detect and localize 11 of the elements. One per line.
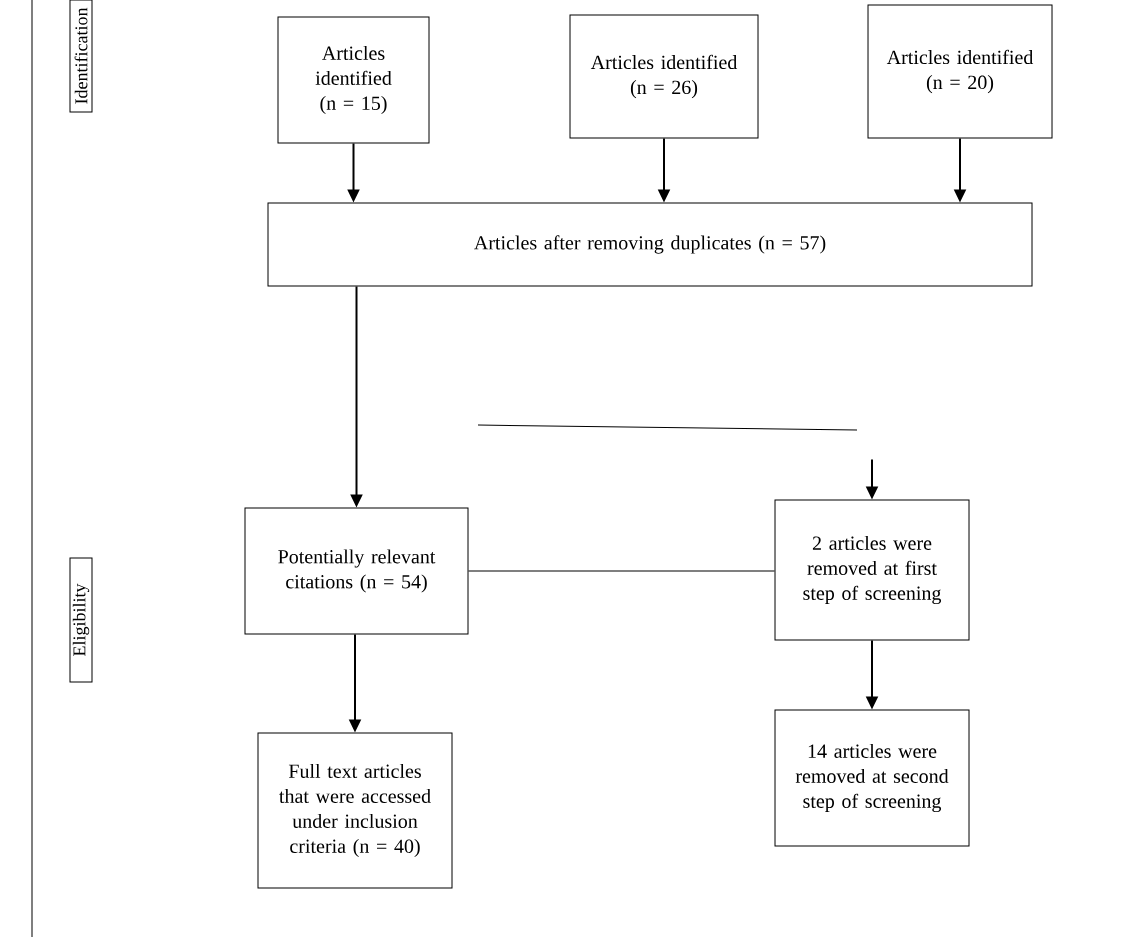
source-box: Articles identified (n = 15) (277, 16, 430, 144)
stage-label-box: Identification (69, 0, 93, 113)
source-box: Articles identified (n = 26) (569, 14, 759, 139)
process-box: Articles after removing duplicates (n = 57) (267, 202, 1033, 287)
process-box: 14 articles were removed at second step of screening (774, 709, 970, 847)
process-box: 2 articles were removed at first step of screening (774, 499, 970, 641)
connector-line (468, 570, 775, 572)
process-box: Full text articles that were accessed under inclusion criteria (n = 40) (257, 732, 453, 889)
process-box: Potentially relevant citations (n = 54) (244, 507, 469, 635)
stage-label-box: Eligibility (69, 557, 93, 683)
source-box: Articles identified (n = 20) (867, 4, 1053, 139)
